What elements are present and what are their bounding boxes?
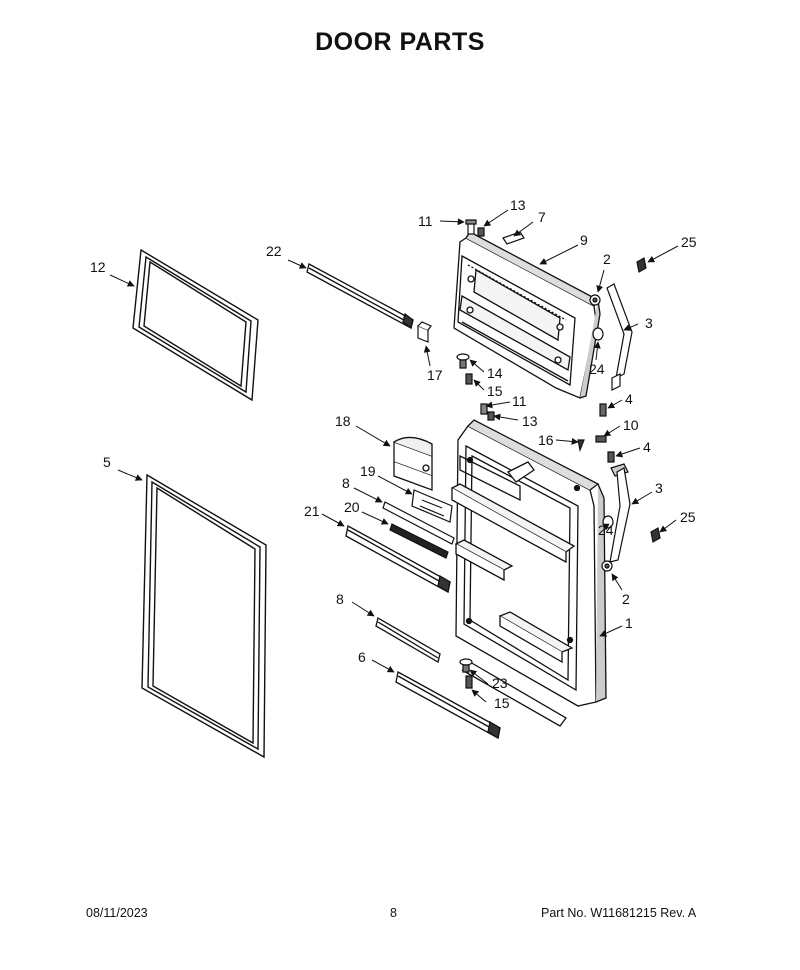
callout-13-upper: 13 — [510, 197, 526, 213]
callout-3-lower: 3 — [655, 480, 663, 496]
callout-2-upper: 2 — [603, 251, 611, 267]
callout-18: 18 — [335, 413, 351, 429]
callout-3-upper: 3 — [645, 315, 653, 331]
callout-14: 14 — [487, 365, 503, 381]
fresh-food-door — [450, 419, 607, 727]
freezer-door-gasket — [132, 248, 259, 402]
footer-page-number: 8 — [390, 906, 397, 920]
callout-23: 23 — [492, 675, 508, 691]
fresh-food-door-gasket — [141, 473, 267, 759]
callout-11-upper: 11 — [418, 213, 433, 229]
callout-20: 20 — [344, 499, 360, 515]
trim-strip-22 — [306, 263, 414, 330]
callout-19: 19 — [360, 463, 376, 479]
clip-17 — [417, 321, 432, 343]
trim-strip-8-upper — [382, 501, 455, 545]
callout-2-lower: 2 — [622, 591, 630, 607]
fresh-food-hinge-parts — [459, 403, 661, 689]
callout-8-upper: 8 — [342, 475, 350, 491]
callout-6: 6 — [358, 649, 366, 665]
callout-4-upper: 4 — [625, 391, 633, 407]
callout-24-upper: 24 — [589, 361, 605, 377]
callout-15-upper: 15 — [487, 383, 503, 399]
trim-strip-21 — [345, 525, 451, 594]
freezer-hinge-parts — [456, 219, 647, 417]
callout-16: 16 — [538, 432, 554, 448]
door-bin-18 — [393, 436, 433, 491]
callout-25-lower: 25 — [680, 509, 696, 525]
leader-lines — [109, 209, 679, 703]
callout-17: 17 — [427, 367, 443, 383]
callout-22: 22 — [266, 243, 282, 259]
label-19 — [411, 489, 453, 523]
callout-25-upper: 25 — [681, 234, 697, 250]
callout-9: 9 — [580, 232, 588, 248]
callout-24-lower: 24 — [598, 522, 614, 538]
trim-strip-6 — [395, 671, 501, 740]
callout-15-lower: 15 — [494, 695, 510, 711]
page-title: DOOR PARTS — [315, 28, 485, 56]
callout-21: 21 — [304, 503, 320, 519]
callout-5: 5 — [103, 454, 111, 470]
freezer-door — [453, 231, 601, 399]
callout-10: 10 — [623, 417, 639, 433]
callout-13-lower: 13 — [522, 413, 538, 429]
footer-part-number: Part No. W11681215 Rev. A — [541, 906, 697, 920]
callout-12: 12 — [90, 259, 106, 275]
callout-4-lower: 4 — [643, 439, 651, 455]
callout-7: 7 — [538, 209, 546, 225]
callout-1: 1 — [625, 615, 633, 631]
callout-8-lower: 8 — [336, 591, 344, 607]
trim-strip-8-lower — [375, 617, 441, 663]
footer-date: 08/11/2023 — [86, 906, 148, 920]
trim-strip-20 — [389, 523, 449, 559]
callout-11-lower: 11 — [512, 393, 527, 409]
callouts: 11 13 7 9 2 25 3 24 22 12 17 14 15 4 11 … — [90, 197, 697, 711]
